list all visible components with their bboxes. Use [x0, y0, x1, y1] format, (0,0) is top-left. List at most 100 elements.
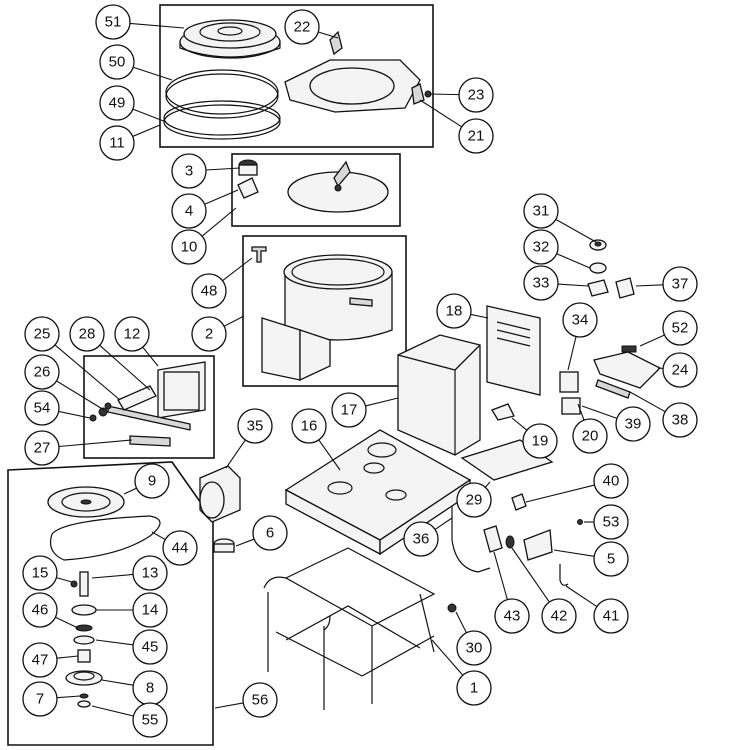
- leader-line: [553, 549, 595, 557]
- leader-line: [142, 346, 159, 367]
- switch-body-part-33: [587, 279, 609, 297]
- leader-line: [629, 391, 666, 413]
- leader-line: [455, 611, 467, 634]
- callout-number: 10: [181, 239, 198, 256]
- bowl-part: [261, 254, 393, 382]
- leader-line: [214, 702, 244, 709]
- callout-number: 54: [34, 400, 51, 417]
- leader-line: [484, 481, 491, 488]
- leader-line: [56, 380, 105, 411]
- callout-number: 33: [533, 275, 550, 292]
- callout-bubble: [69, 316, 105, 352]
- leader-line: [58, 439, 133, 448]
- callout-number: 4: [185, 203, 193, 220]
- callout-bubble: [593, 504, 629, 540]
- leader-line: [129, 22, 185, 29]
- leader-line: [55, 616, 79, 629]
- callout-number: 15: [32, 565, 49, 582]
- callout-number: 28: [79, 326, 96, 343]
- leader-line: [318, 31, 339, 39]
- callout-bubble: [99, 85, 135, 121]
- callout-bubble: [132, 592, 168, 628]
- clip-part-40: [511, 493, 527, 511]
- cutter-plate-box: [231, 153, 401, 227]
- latch-part-22: [329, 30, 343, 56]
- callout-number: 51: [105, 14, 122, 31]
- plug-part-43: [483, 525, 503, 553]
- stand-frame-part: [263, 547, 436, 710]
- callout-number: 50: [109, 54, 126, 71]
- callout-bubble: [593, 541, 629, 577]
- washer-part-46: [75, 624, 93, 632]
- mount-part-24: [593, 351, 662, 389]
- callout-bubble: [593, 463, 629, 499]
- leader-line: [555, 218, 597, 243]
- hub-part-8: [65, 670, 103, 686]
- callout-bubble: [494, 598, 530, 634]
- handle-part-48: [251, 246, 267, 263]
- callout-bubble: [22, 642, 58, 678]
- bearing-part-45: [73, 635, 95, 645]
- key-part-15: [70, 580, 78, 588]
- leader-line: [434, 517, 453, 530]
- callout-number: 46: [32, 602, 49, 619]
- callout-bubble: [662, 266, 698, 302]
- callout-number: 43: [504, 608, 521, 625]
- leader-line: [91, 705, 134, 717]
- gland-part-19: [491, 403, 515, 421]
- leader-line: [223, 315, 245, 327]
- relay-part-39: [561, 397, 581, 415]
- callout-bubble: [291, 408, 327, 444]
- leader-line: [201, 207, 237, 237]
- fitting-part-42: [505, 535, 515, 549]
- callout-bubble: [191, 273, 227, 309]
- callout-number: 42: [551, 608, 568, 625]
- leader-line: [557, 283, 589, 287]
- bowl-assembly-box: [242, 235, 407, 387]
- callout-number: 34: [572, 312, 589, 329]
- shaft-part-13: [79, 571, 89, 597]
- callout-bubble: [171, 193, 207, 229]
- callout-number: 49: [109, 95, 126, 112]
- callout-bubble: [114, 316, 150, 352]
- callout-number: 32: [533, 239, 550, 256]
- callout-number: 18: [446, 303, 463, 320]
- callout-number: 7: [36, 691, 44, 708]
- leader-line: [101, 679, 134, 686]
- leader-line: [431, 639, 464, 676]
- ring-part-50: [165, 69, 279, 119]
- belt-part-44: [49, 515, 161, 561]
- callout-number: 45: [142, 639, 159, 656]
- leader-line: [635, 284, 664, 287]
- callout-bubble: [541, 598, 577, 634]
- leader-line: [639, 334, 665, 347]
- cable-part-36: [451, 498, 491, 573]
- ring-part-49: [163, 100, 281, 140]
- callout-number: 20: [582, 428, 599, 445]
- fitting-part-30: [447, 603, 457, 613]
- callout-number: 41: [603, 608, 620, 625]
- leader-line: [222, 257, 253, 282]
- box-part-5: [523, 529, 553, 561]
- callout-bubble: [456, 630, 492, 666]
- callout-number: 27: [34, 440, 51, 457]
- callout-number: 26: [34, 364, 51, 381]
- leader-line: [577, 403, 585, 421]
- panel-part-18: [486, 305, 541, 396]
- callout-number: 1: [470, 680, 478, 697]
- callout-bubble: [22, 681, 58, 717]
- callout-bubble: [662, 310, 698, 346]
- sleeve-part-47: [77, 649, 91, 663]
- switch-part-37: [615, 277, 635, 299]
- callout-number: 19: [532, 433, 549, 450]
- callout-bubble: [523, 265, 559, 301]
- leader-line: [419, 99, 462, 128]
- callout-number: 38: [672, 412, 689, 429]
- leader-line: [99, 344, 151, 391]
- callout-bubble: [171, 229, 207, 265]
- callout-number: 56: [252, 692, 269, 709]
- washer-part-32: [589, 262, 607, 274]
- callout-bubble: [562, 302, 598, 338]
- leader-line: [429, 93, 460, 96]
